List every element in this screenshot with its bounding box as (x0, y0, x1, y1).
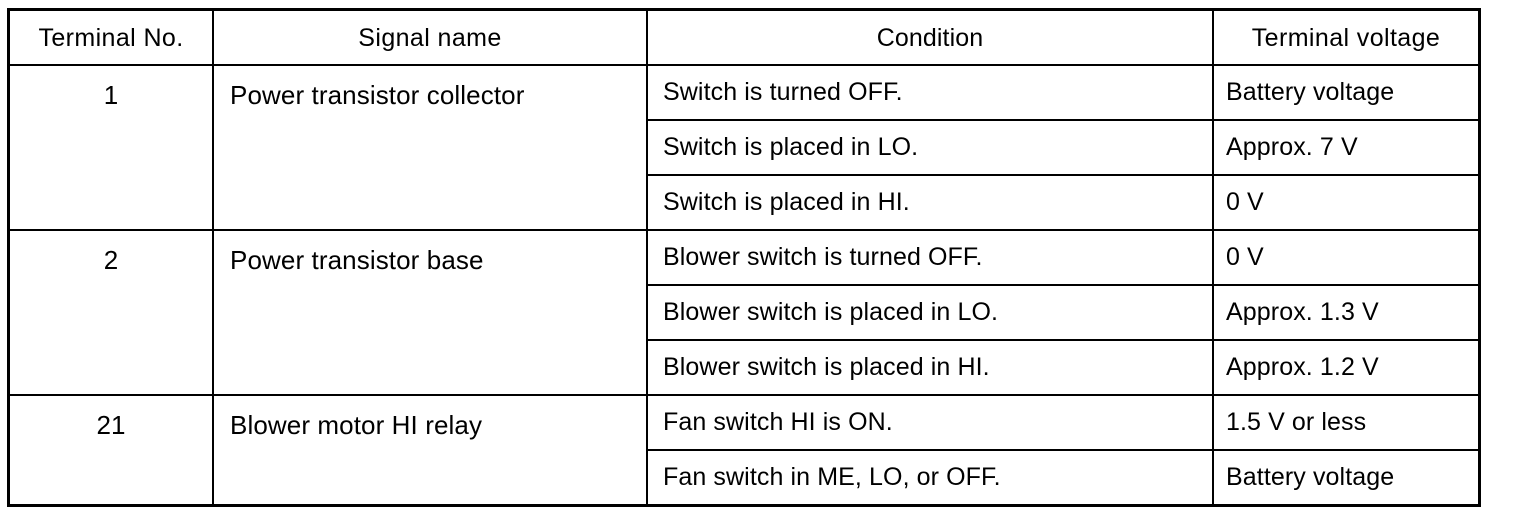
terminal-voltage-table: Terminal No. Signal name Condition Termi… (7, 8, 1481, 507)
terminal-no-cell: 2 (8, 229, 214, 396)
signal-name-cell: Power transistor collector (212, 64, 648, 231)
table-row: 1 Power transistor collector Switch is t… (8, 64, 1480, 231)
terminal-no-cell: 1 (8, 64, 214, 231)
table-body: 1 Power transistor collector Switch is t… (8, 64, 1480, 506)
condition-value: Fan switch in ME, LO, or OFF. (663, 463, 1001, 491)
condition-value: Switch is turned OFF. (663, 78, 903, 106)
column-header-terminal-no-label: Terminal No. (38, 24, 184, 52)
condition-cell: Blower switch is turned OFF. (646, 229, 1214, 286)
terminal-no-value: 21 (96, 410, 126, 440)
terminal-voltage-value: Battery voltage (1226, 78, 1395, 106)
terminal-voltage-value: Approx. 1.3 V (1226, 298, 1379, 326)
condition-cell: Fan switch in ME, LO, or OFF. (646, 449, 1214, 506)
signal-name-cell: Power transistor base (212, 229, 648, 396)
condition-value: Switch is placed in LO. (663, 133, 919, 161)
terminal-voltage-cell: Approx. 7 V (1212, 119, 1480, 176)
table-row: 2 Power transistor base Blower switch is… (8, 229, 1480, 396)
terminal-voltage-cell: 0 V (1212, 229, 1480, 286)
terminal-voltage-cell: Approx. 1.3 V (1212, 284, 1480, 341)
condition-value: Blower switch is placed in LO. (663, 298, 999, 326)
column-header-terminal-no: Terminal No. (8, 9, 214, 66)
terminal-no-value: 2 (103, 245, 119, 275)
table-header: Terminal No. Signal name Condition Termi… (8, 9, 1480, 66)
condition-value: Fan switch HI is ON. (663, 408, 893, 436)
table-header-row: Terminal No. Signal name Condition Termi… (8, 9, 1480, 66)
table-row: 21 Blower motor HI relay Fan switch HI i… (8, 394, 1480, 506)
condition-value: Blower switch is turned OFF. (663, 243, 983, 271)
table-row: Blower switch is placed in HI. Approx. 1… (9, 339, 1480, 396)
table-row: Switch is placed in HI. 0 V (9, 174, 1480, 231)
column-header-condition: Condition (646, 9, 1214, 66)
terminal-voltage-cell: 0 V (1212, 174, 1480, 231)
terminal-no-value: 1 (103, 80, 119, 110)
terminal-voltage-value: Battery voltage (1226, 463, 1395, 491)
terminal-voltage-value: 0 V (1226, 243, 1264, 271)
terminal-voltage-value: 1.5 V or less (1226, 408, 1367, 436)
condition-value: Blower switch is placed in HI. (663, 353, 990, 381)
terminal-voltage-value: Approx. 7 V (1226, 133, 1358, 161)
signal-name-value: Power transistor base (230, 245, 484, 275)
signal-name-cell: Blower motor HI relay (212, 394, 648, 506)
terminal-voltage-cell: Battery voltage (1212, 449, 1480, 506)
column-header-condition-label: Condition (876, 24, 984, 52)
condition-cell: Switch is placed in LO. (646, 119, 1214, 176)
terminal-voltage-cell: Battery voltage (1212, 64, 1480, 121)
condition-cell: Blower switch is placed in HI. (646, 339, 1214, 396)
column-header-signal-name-label: Signal name (358, 24, 502, 52)
column-header-terminal-voltage-label: Terminal voltage (1251, 24, 1441, 52)
condition-cell: Fan switch HI is ON. (646, 394, 1214, 451)
column-header-terminal-voltage: Terminal voltage (1212, 9, 1480, 66)
terminal-voltage-value: 0 V (1226, 188, 1264, 216)
signal-name-value: Blower motor HI relay (230, 410, 483, 440)
column-header-signal-name: Signal name (212, 9, 648, 66)
signal-name-value: Power transistor collector (230, 80, 525, 110)
table-row: Blower switch is placed in LO. Approx. 1… (9, 284, 1480, 341)
condition-cell: Blower switch is placed in LO. (646, 284, 1214, 341)
terminal-no-cell: 21 (8, 394, 214, 506)
condition-cell: Switch is turned OFF. (646, 64, 1214, 121)
condition-cell: Switch is placed in HI. (646, 174, 1214, 231)
terminal-voltage-value: Approx. 1.2 V (1226, 353, 1379, 381)
terminal-voltage-cell: 1.5 V or less (1212, 394, 1480, 451)
condition-value: Switch is placed in HI. (663, 188, 910, 216)
table-row: Fan switch in ME, LO, or OFF. Battery vo… (9, 449, 1480, 506)
terminal-voltage-cell: Approx. 1.2 V (1212, 339, 1480, 396)
table-row: Switch is placed in LO. Approx. 7 V (9, 119, 1480, 176)
